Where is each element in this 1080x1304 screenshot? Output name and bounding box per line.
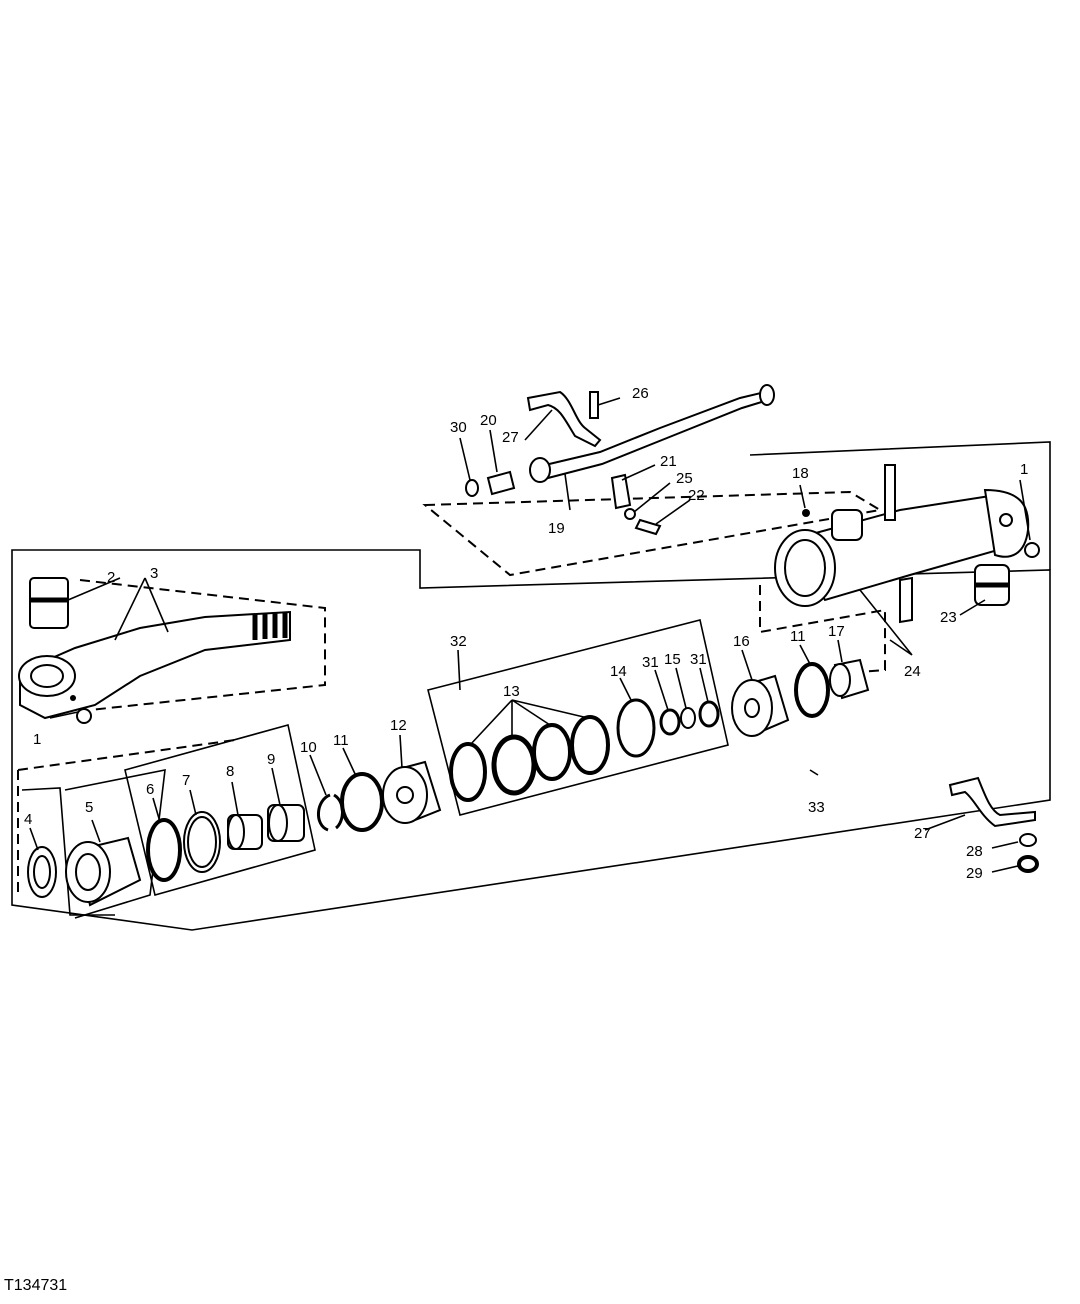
callout-33: 33 (808, 799, 825, 816)
outline-box-24 (749, 441, 1051, 570)
outline-line-group (422, 490, 883, 577)
callout-17: 17 (828, 623, 845, 640)
callout-11-left: 11 (333, 732, 349, 749)
figure-id: T134731 (4, 1277, 67, 1294)
callout-13: 13 (503, 683, 520, 700)
grease-fitting-right (1024, 542, 1040, 558)
bushing-23 (974, 564, 1010, 606)
callout-25: 25 (676, 470, 693, 487)
washer-28 (1019, 833, 1037, 847)
callout-31-a: 31 (642, 654, 659, 671)
callout-32: 32 (450, 633, 467, 650)
clamp-27-top (526, 390, 602, 448)
washer-25 (624, 508, 636, 520)
callout-2: 2 (107, 569, 115, 586)
seal-15 (680, 707, 696, 729)
callout-1-right: 1 (1020, 461, 1028, 478)
callout-22: 22 (688, 487, 705, 504)
seal-31-a (659, 708, 681, 736)
callout-9: 9 (267, 751, 275, 768)
piston-rod (18, 610, 291, 720)
callout-4: 4 (24, 811, 32, 828)
outline-gland-group (21, 787, 115, 916)
ring-13-c (532, 723, 572, 781)
seal-31-b (698, 700, 720, 728)
callout-8: 8 (226, 763, 234, 780)
callout-30: 30 (450, 419, 467, 436)
callout-11-right: 11 (790, 628, 806, 645)
ring-11-right (794, 662, 830, 718)
callout-15: 15 (664, 651, 681, 668)
callout-28: 28 (966, 843, 983, 860)
piston-12 (382, 760, 442, 824)
grease-fitting-left (76, 708, 92, 724)
rod-bushing (29, 577, 69, 629)
callout-18: 18 (792, 465, 809, 482)
plug-18 (802, 509, 810, 517)
leader-lines (29, 397, 1031, 873)
backup-ring-7 (183, 811, 221, 873)
callout-31-b: 31 (690, 651, 707, 668)
callout-6: 6 (146, 781, 154, 798)
callout-5: 5 (85, 799, 93, 816)
o-ring-30 (465, 479, 479, 497)
bolt-26 (589, 391, 599, 419)
callout-14: 14 (610, 663, 627, 680)
callout-20: 20 (480, 412, 497, 429)
callout-24: 24 (904, 663, 921, 680)
o-ring-6 (146, 818, 182, 882)
callout-21: 21 (660, 453, 677, 470)
outline-barrel-dash (759, 585, 886, 673)
callout-1-left: 1 (33, 731, 41, 748)
gland-5 (65, 836, 142, 907)
bushing-8 (227, 814, 263, 850)
outline-piston-dash (17, 739, 236, 895)
nut-29 (1017, 855, 1039, 873)
callout-19: 19 (548, 520, 565, 537)
snap-ring-10 (317, 793, 344, 832)
callout-16: 16 (733, 633, 750, 650)
clamp-27-bottom (948, 776, 1036, 828)
outline-group-33 (11, 549, 1051, 931)
clamp-21 (610, 473, 632, 510)
piston-16 (731, 674, 790, 737)
wiper-seal-4 (27, 846, 57, 898)
callout-26: 26 (632, 385, 649, 402)
callout-23: 23 (940, 609, 957, 626)
fitting-20 (486, 470, 516, 496)
callout-27-top: 27 (502, 429, 519, 446)
ring-11-left (340, 772, 384, 832)
nut-17 (829, 658, 870, 700)
callout-10: 10 (300, 739, 317, 756)
seal-9 (267, 804, 305, 842)
ring-13-a (449, 742, 487, 802)
callout-7: 7 (182, 772, 190, 789)
tube-19 (529, 384, 775, 483)
callout-29: 29 (966, 865, 983, 882)
callout-3: 3 (150, 565, 158, 582)
bolt-22 (634, 518, 662, 536)
cylinder-barrel (774, 464, 1030, 624)
ring-13-b (491, 734, 537, 796)
callout-12: 12 (390, 717, 407, 734)
split-ring-14 (616, 698, 656, 758)
outline-rod-dash (79, 579, 326, 711)
callout-27-bottom: 27 (914, 825, 931, 842)
ring-13-d (570, 715, 610, 775)
